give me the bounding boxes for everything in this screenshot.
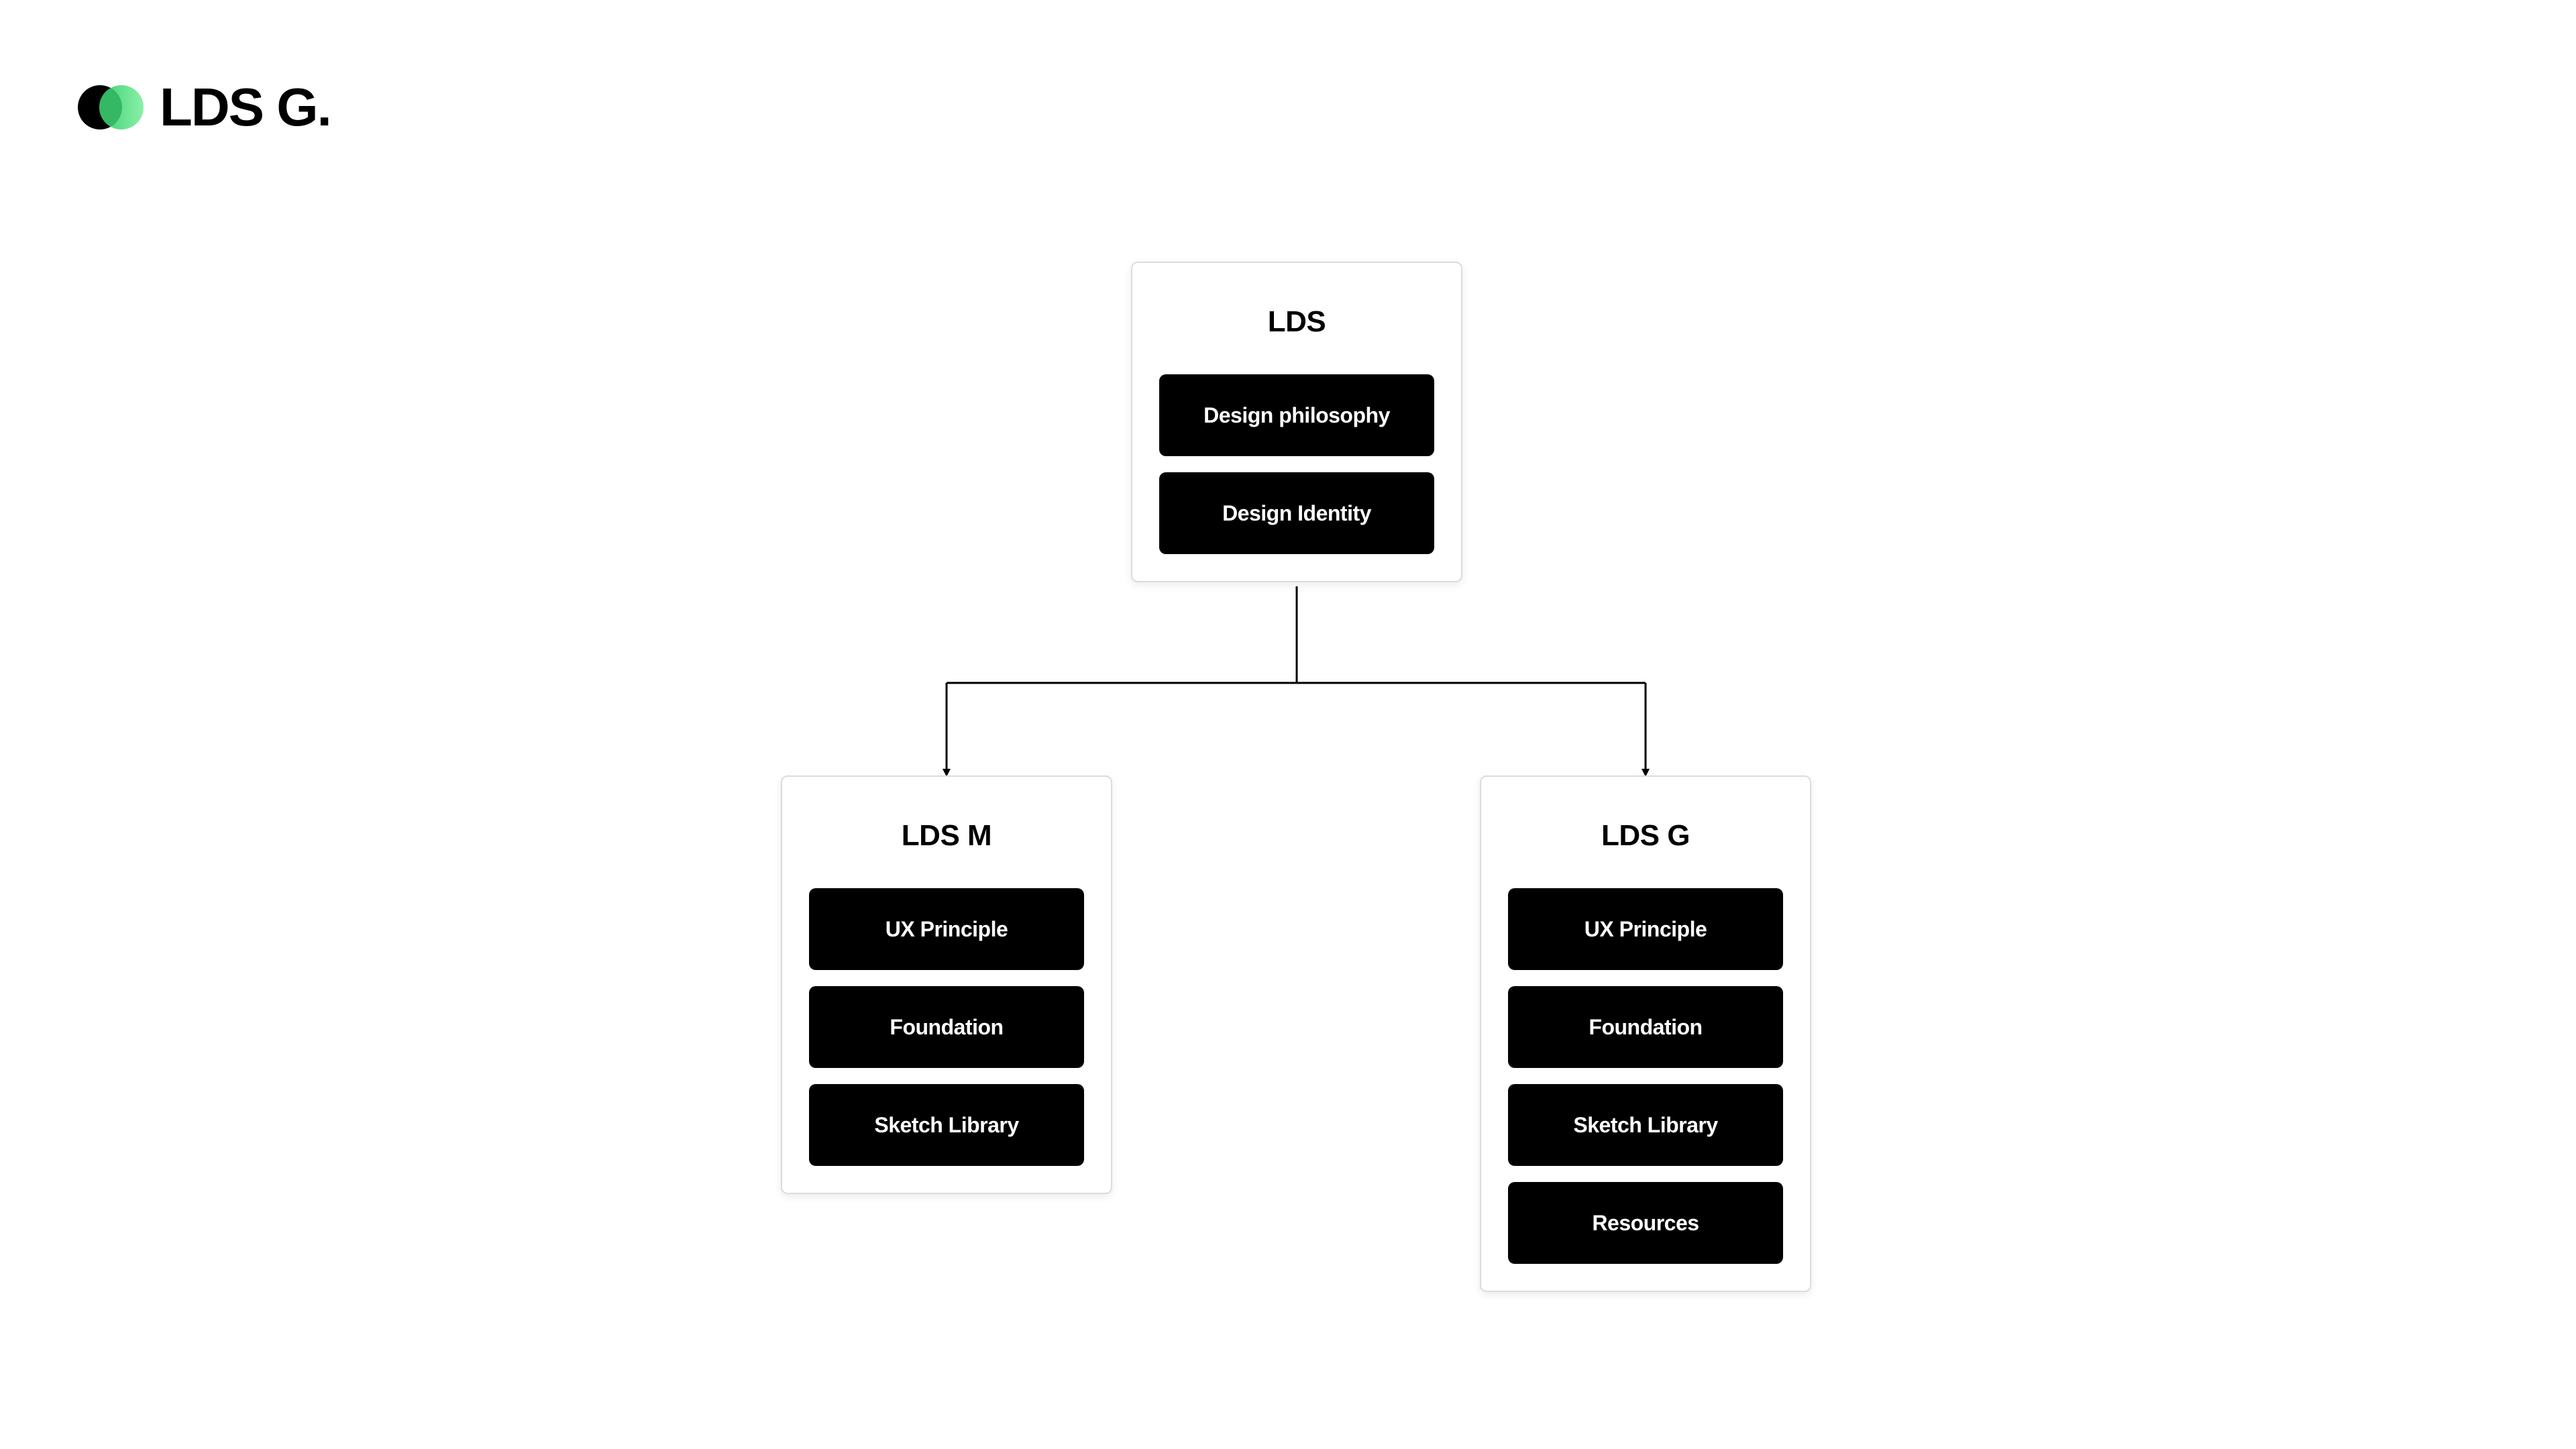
item-resources[interactable]: Resources	[1508, 1182, 1783, 1264]
card-title: LDS	[1267, 305, 1326, 338]
item-ux-principle[interactable]: UX Principle	[809, 888, 1084, 970]
item-foundation[interactable]: Foundation	[1508, 986, 1783, 1068]
logo-text: LDS G.	[160, 77, 332, 137]
card-lds-g: LDS G UX Principle Foundation Sketch Lib…	[1480, 775, 1811, 1292]
item-foundation[interactable]: Foundation	[809, 986, 1084, 1068]
item-sketch-library[interactable]: Sketch Library	[1508, 1084, 1783, 1166]
card-title: LDS G	[1601, 819, 1690, 852]
item-sketch-library[interactable]: Sketch Library	[809, 1084, 1084, 1166]
item-ux-principle[interactable]: UX Principle	[1508, 888, 1783, 970]
card-lds-m: LDS M UX Principle Foundation Sketch Lib…	[781, 775, 1112, 1194]
item-design-identity[interactable]: Design Identity	[1159, 472, 1434, 554]
card-title: LDS M	[901, 819, 992, 852]
brand-logo: LDS G.	[78, 77, 332, 137]
item-design-philosophy[interactable]: Design philosophy	[1159, 374, 1434, 456]
card-lds: LDS Design philosophy Design Identity	[1131, 262, 1462, 582]
logo-circles-icon	[78, 85, 145, 129]
